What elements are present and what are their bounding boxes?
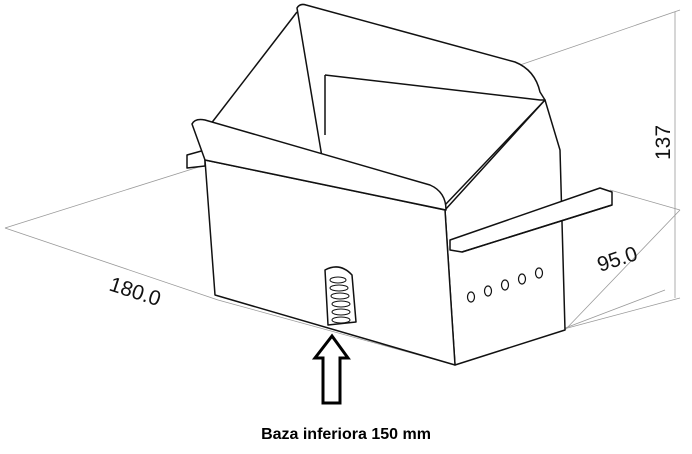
up-arrow-icon (311, 333, 351, 405)
box-outline (186, 3, 613, 366)
dimension-extension-right (559, 289, 666, 331)
caption: Baza inferiora 150 mm (261, 426, 431, 443)
dimension-line-180 (4, 227, 219, 301)
dimension-137: 137 (652, 125, 675, 160)
top-flange (191, 118, 447, 211)
extension-line-top (519, 9, 681, 66)
side-holes (466, 267, 544, 303)
back-flap (296, 3, 546, 206)
dimension-95: 95.0 (594, 242, 640, 277)
dimension-line-95 (564, 209, 681, 331)
dimension-lines (4, 9, 681, 366)
extension-line-left (4, 164, 206, 229)
slot-holes (329, 276, 351, 324)
